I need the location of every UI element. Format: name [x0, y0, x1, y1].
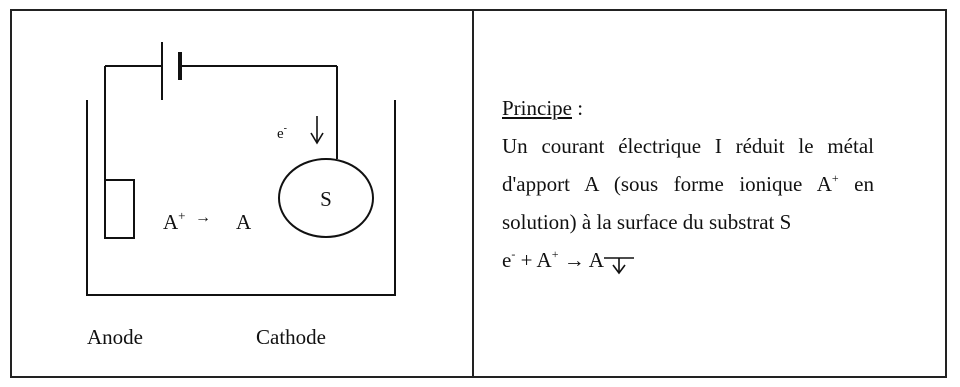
electron-arrowhead: [310, 132, 324, 145]
anode-label: Anode: [87, 325, 143, 349]
product-label: A: [236, 210, 252, 234]
eq-electron-charge: -: [511, 247, 516, 261]
electron-label: e-: [277, 123, 287, 142]
cathode-label: Cathode: [256, 325, 326, 349]
deposit-arrow-icon: [603, 257, 634, 275]
principle-heading: Principe: [502, 96, 572, 120]
electrolyte-tank: [86, 100, 396, 296]
eq-ion: + A: [515, 248, 552, 272]
substrate-ellipse: [278, 158, 374, 238]
principle-text: Un courant électrique I réduit le métal …: [502, 127, 874, 241]
principle-panel: Principe : Un courant électrique I rédui…: [502, 89, 874, 279]
heading-colon: :: [571, 96, 584, 120]
eq-electron: e: [502, 248, 512, 272]
figure-frame: [10, 9, 947, 378]
reaction-arrow: →: [195, 209, 211, 226]
principle-heading-line: Principe :: [502, 89, 874, 127]
principle-equation: e- + A+ → A: [502, 241, 874, 279]
ion-label: A+: [163, 208, 186, 234]
eq-product: → A: [558, 248, 604, 272]
substrate-label: S: [320, 187, 332, 211]
eq-ion-charge: +: [551, 247, 559, 261]
anode-plate: [104, 179, 135, 239]
principle-text-part1: Un courant électrique I réduit le métal …: [502, 134, 874, 196]
column-divider: [472, 11, 474, 376]
electroplating-diagram: S e- A+ → A Anode Cathode: [86, 42, 396, 349]
principle-text-part2: en solution) à la surface du substrat S: [502, 172, 874, 234]
principle-ion-charge: +: [831, 171, 839, 185]
